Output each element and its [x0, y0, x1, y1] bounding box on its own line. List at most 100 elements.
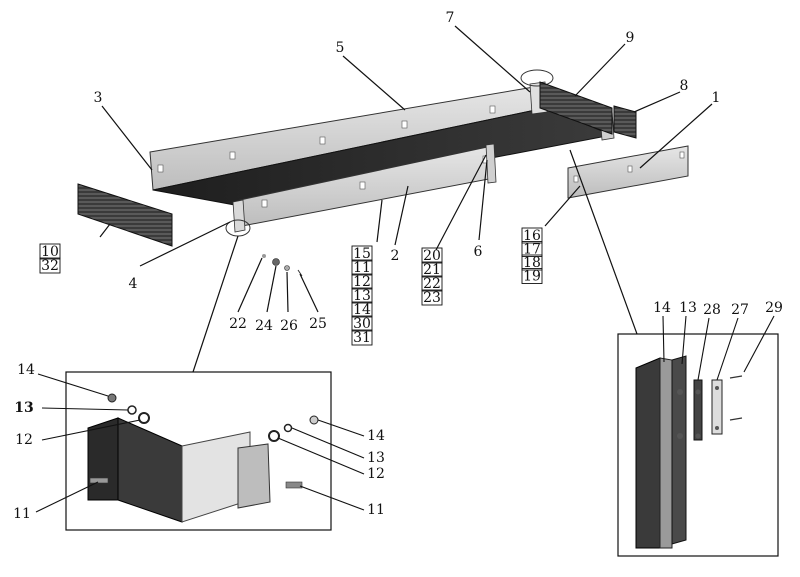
detail-nut-14-left: [107, 393, 117, 403]
left-detail-view: [35, 371, 365, 531]
front-left-corner-post: [232, 199, 246, 233]
nut-24: [272, 258, 280, 266]
detail-end-block: [237, 443, 271, 509]
right-detail-label-28: 28: [703, 302, 721, 318]
stacked-callout-32: 32: [41, 258, 59, 274]
stacked-callout-16: 16: [523, 228, 541, 244]
detail-washer-13-left: [127, 405, 137, 415]
callout-1: 1: [712, 90, 721, 106]
right-side-label-11: 11: [367, 502, 385, 518]
stacked-callout-23: 23: [423, 290, 441, 306]
stacked-callout-box-17: [521, 241, 543, 257]
end-grille-panel: [613, 105, 637, 139]
stacked-callout-10: 10: [41, 244, 59, 260]
callout-9: 9: [626, 30, 635, 46]
stacked-callout-box-32: [39, 257, 61, 274]
channel-post-flange: [671, 355, 687, 545]
callout-22: 22: [229, 316, 247, 332]
stacked-callout-box-18: [521, 254, 543, 271]
right-detail-label-29: 29: [765, 300, 783, 316]
callout-2: 2: [391, 248, 400, 264]
stacked-callout-box-16: [521, 227, 543, 244]
right-detail-holes: [677, 386, 719, 439]
right-side-label-14: 14: [367, 428, 385, 444]
leader-lines: [99, 25, 713, 373]
detail-bolt-11-right: [285, 481, 303, 489]
stacked-callout-box-31: [351, 329, 373, 346]
stacked-callout-box-14: [351, 301, 373, 318]
detail-corner-post: [87, 417, 119, 501]
stacked-callout-12: 12: [353, 274, 371, 290]
stacked-callout-31: 31: [353, 330, 371, 346]
right-detail-leaders: [662, 315, 775, 381]
bolts-29: [729, 375, 743, 421]
loose-hardware: [262, 254, 303, 277]
callout-24: 24: [255, 318, 273, 334]
left-detail-leaders: [35, 373, 365, 513]
stacked-callout-17: 17: [523, 242, 541, 258]
stacked-callout-18: 18: [523, 255, 541, 271]
callout-25: 25: [309, 316, 327, 332]
stacked-callout-box-11: [351, 259, 373, 276]
detail-washer-13-right: [283, 423, 293, 433]
stacked-callout-22: 22: [423, 276, 441, 292]
left-detail-frame: [65, 371, 332, 531]
right-detail-frame: [617, 333, 779, 557]
stacked-callout-box-23: [421, 289, 443, 306]
right-detail-view: [617, 315, 779, 557]
stacked-callout-15: 15: [353, 246, 371, 262]
detail-nut-14-right: [309, 415, 319, 425]
stacked-callout-20: 20: [423, 248, 441, 264]
stacked-callout-11: 11: [353, 260, 371, 276]
left-detail-label-14: 14: [17, 362, 35, 378]
back-panel-rivets: [157, 105, 496, 173]
washer-22: [262, 254, 266, 258]
channel-post: [635, 357, 661, 549]
stacked-callout-21: 21: [423, 262, 441, 278]
rear-corner-detail-circle: [520, 69, 554, 87]
front-grille-panel: [77, 183, 173, 247]
left-detail-label-12: 12: [15, 432, 33, 448]
detail-bolt-11-left: [89, 477, 109, 484]
callout-3: 3: [94, 90, 103, 106]
loose-panel-rivets: [573, 151, 685, 183]
callout-6: 6: [474, 244, 483, 260]
stacked-callout-box-10: [39, 243, 61, 260]
strip-28: [693, 379, 703, 441]
stacked-callout-14: 14: [353, 302, 371, 318]
stacked-callout-box-15: [351, 245, 373, 262]
stacked-callout-box-20: [421, 247, 443, 264]
stacked-callout-30: 30: [353, 316, 371, 332]
right-detail-label-13: 13: [679, 300, 697, 316]
detail-washer-12-left: [138, 412, 150, 424]
stacked-callout-box-30: [351, 315, 373, 332]
main-tray-assembly: [77, 69, 689, 247]
rear-grille-panel: [539, 81, 613, 135]
stacked-callout-box-19: [521, 268, 543, 284]
left-detail-label-13: 13: [14, 400, 33, 416]
stacked-callout-box-21: [421, 261, 443, 278]
right-detail-label-27: 27: [731, 302, 749, 318]
washer-26: [284, 265, 290, 271]
right-detail-label-14: 14: [653, 300, 671, 316]
stacked-callout-box-13: [351, 287, 373, 304]
right-side-label-13: 13: [367, 450, 385, 466]
right-side-label-12: 12: [367, 466, 385, 482]
detail-dark-panel: [117, 417, 183, 523]
right-corner-post: [485, 143, 497, 184]
callout-4: 4: [129, 276, 138, 292]
callout-7: 7: [446, 10, 455, 26]
callout-5: 5: [336, 40, 345, 56]
stacked-callout-box-12: [351, 273, 373, 290]
callout-26: 26: [280, 318, 298, 334]
pin-25: [297, 269, 303, 277]
stacked-callout-19: 19: [523, 269, 541, 285]
stacked-callout-box-22: [421, 275, 443, 292]
stacked-callout-13: 13: [353, 288, 371, 304]
left-detail-label-11: 11: [13, 506, 31, 522]
